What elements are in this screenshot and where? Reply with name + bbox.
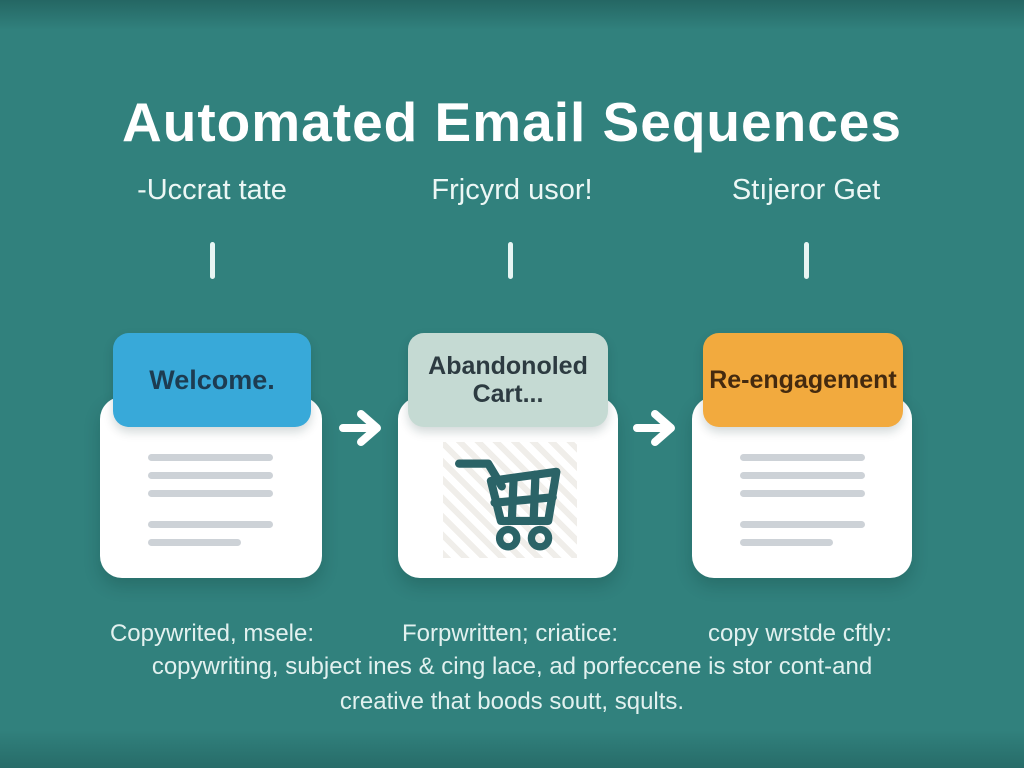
subtitle-abandoned-cart: Frjcyrd usor! [431, 174, 593, 206]
placeholder-text-lines [740, 454, 865, 557]
card-tab-reengagement: Re-engagement [703, 333, 903, 427]
placeholder-line [740, 472, 865, 479]
placeholder-line [148, 454, 273, 461]
connector-tick [210, 242, 215, 279]
placeholder-line [740, 521, 865, 528]
shopping-cart-icon [455, 459, 561, 551]
email-card-welcome [100, 397, 322, 578]
placeholder-line [740, 539, 833, 546]
placeholder-line [148, 539, 241, 546]
placeholder-text-lines [148, 454, 273, 557]
page-title: Automated Email Sequences [122, 91, 902, 153]
footer-line: creative that boods soutt, sqults. [339, 688, 685, 715]
placeholder-line [148, 472, 273, 479]
card-tab-abandoned-cart: Abandonoled Cart... [408, 333, 608, 427]
flow-arrow-icon [339, 410, 381, 446]
placeholder-line [740, 454, 865, 461]
footer-line: copywriting, subject ines & cing lace, a… [151, 653, 873, 680]
placeholder-line [148, 490, 273, 497]
card-tab-welcome: Welcome. [113, 333, 311, 427]
card-tab-label: Re-engagement [709, 365, 897, 394]
column-caption-welcome: Copywrited, msele: [109, 620, 315, 647]
email-card-reengagement [692, 397, 912, 578]
card-tab-label: Welcome. [149, 364, 275, 395]
card-tab-label: Abandonoled Cart... [428, 352, 588, 408]
placeholder-line [740, 490, 865, 497]
subtitle-reengagement: Stıjeror Get [731, 174, 881, 206]
column-caption-reengagement: copy wrstde cftly: [707, 620, 893, 647]
connector-tick [508, 242, 513, 279]
column-caption-abandoned-cart: Forpwritten; criatice: [401, 620, 619, 647]
subtitle-welcome: -Uccrat tate [137, 174, 287, 206]
hatched-panel [443, 442, 577, 558]
placeholder-line [148, 521, 273, 528]
connector-tick [804, 242, 809, 279]
flow-arrow-icon [633, 410, 675, 446]
